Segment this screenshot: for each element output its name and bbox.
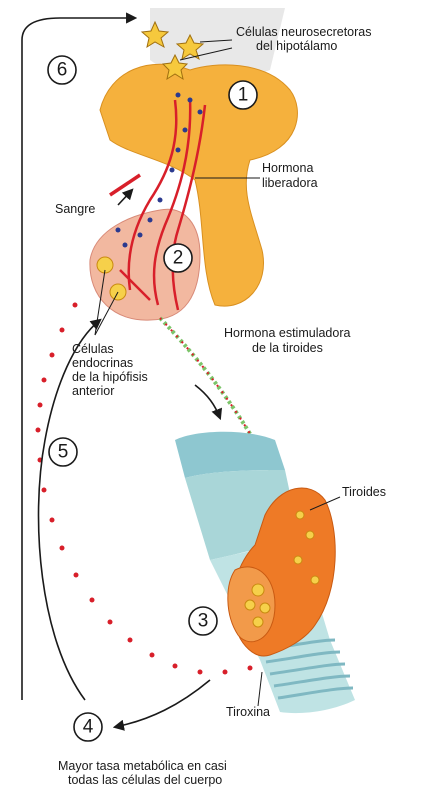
label-thyroxine: Tiroxina	[226, 705, 270, 719]
svg-text:1: 1	[238, 85, 249, 106]
label-neurosecretory-1: Células neurosecretoras	[236, 25, 372, 39]
label-endocrine-2: endocrinas	[72, 356, 133, 370]
caption-line-1: Mayor tasa metabólica en casi	[58, 759, 227, 773]
label-neurosecretory-2: del hipotálamo	[256, 39, 337, 53]
step-6: 6	[48, 56, 76, 84]
label-tsh-1: Hormona estimuladora	[224, 326, 350, 340]
svg-text:2: 2	[173, 248, 184, 269]
step-5: 5	[49, 438, 77, 466]
label-endocrine-3: de la hipófisis	[72, 370, 148, 384]
svg-text:6: 6	[57, 60, 68, 81]
step-2: 2	[164, 244, 192, 272]
label-tsh-2: de la tiroides	[252, 341, 323, 355]
label-releasing-1: Hormona	[262, 161, 313, 175]
label-releasing-2: liberadora	[262, 176, 318, 190]
step-3: 3	[189, 607, 217, 635]
label-endocrine-4: anterior	[72, 384, 114, 398]
tsh-arrow	[195, 385, 220, 418]
thyroxine-arrow	[115, 680, 210, 727]
caption-line-2: todas las células del cuerpo	[68, 773, 222, 787]
svg-text:3: 3	[198, 611, 209, 632]
label-blood: Sangre	[55, 202, 95, 216]
label-endocrine-1: Células	[72, 342, 114, 356]
blood-arrow	[118, 190, 132, 205]
step-1: 1	[229, 81, 257, 109]
svg-text:4: 4	[83, 717, 94, 738]
label-thyroid: Tiroides	[342, 485, 386, 499]
svg-text:5: 5	[58, 442, 69, 463]
step-4: 4	[74, 713, 102, 741]
